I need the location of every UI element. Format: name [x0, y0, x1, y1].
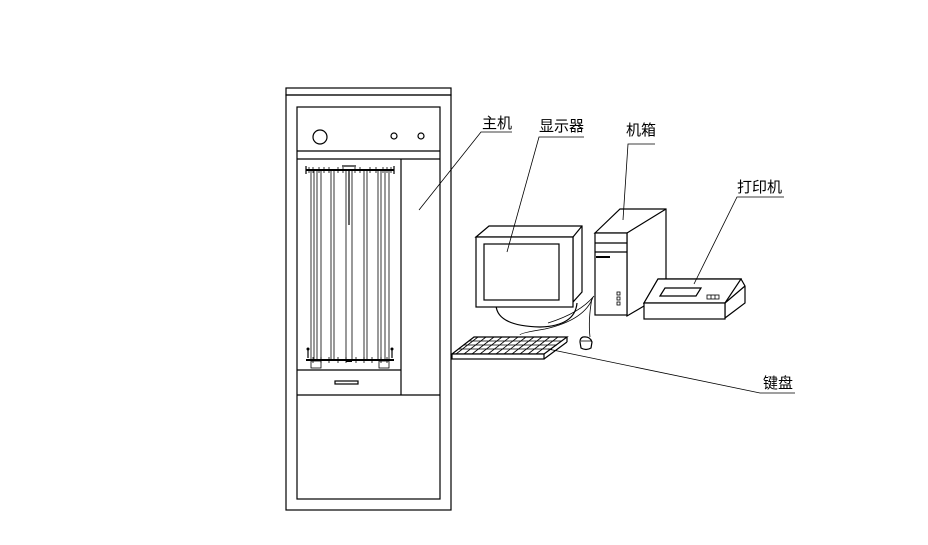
- monitor-label: 显示器: [539, 117, 584, 135]
- indicator-light-icon: [417, 132, 425, 140]
- printer-buttons: [706, 294, 720, 300]
- indicator-light-icon: [390, 132, 398, 140]
- pc-case-front: [594, 232, 628, 316]
- keyboard-front: [451, 353, 545, 360]
- printer-leader-line: [693, 196, 784, 285]
- sample-rack: [305, 165, 395, 369]
- host-label: 主机: [482, 114, 512, 132]
- monitor-stand: [495, 302, 578, 328]
- keyboard-cable: [519, 296, 594, 336]
- keyboard-label: 键盘: [763, 374, 793, 392]
- keyboard-keys: [455, 336, 562, 355]
- host-leader-line: [418, 131, 512, 211]
- keyboard-leader-line: [547, 348, 795, 394]
- keyboard: 键盘: [450, 295, 795, 394]
- monitor: 显示器: [474, 117, 584, 328]
- monitor-screen: [483, 243, 560, 301]
- mouse-icon: [579, 336, 593, 351]
- pc-case: 机箱: [593, 121, 667, 318]
- main-knob-icon: [312, 129, 328, 145]
- printer: 打印机: [642, 178, 784, 320]
- printer-label: 打印机: [737, 178, 782, 196]
- printer-body: [643, 302, 726, 320]
- cabinet-inner-frame: [296, 106, 441, 500]
- case-leader-line: [622, 143, 655, 221]
- case-label: 机箱: [626, 121, 656, 139]
- printer-display: [658, 287, 703, 297]
- mouse-cable: [588, 297, 593, 338]
- host-cabinet: 主机: [285, 87, 512, 511]
- monitor-leader-line: [506, 136, 584, 253]
- cabinet-body: [285, 94, 452, 511]
- monitor-bezel: [475, 236, 574, 308]
- cabinet-top-cap: [285, 87, 452, 96]
- drawer-handle: [334, 380, 359, 385]
